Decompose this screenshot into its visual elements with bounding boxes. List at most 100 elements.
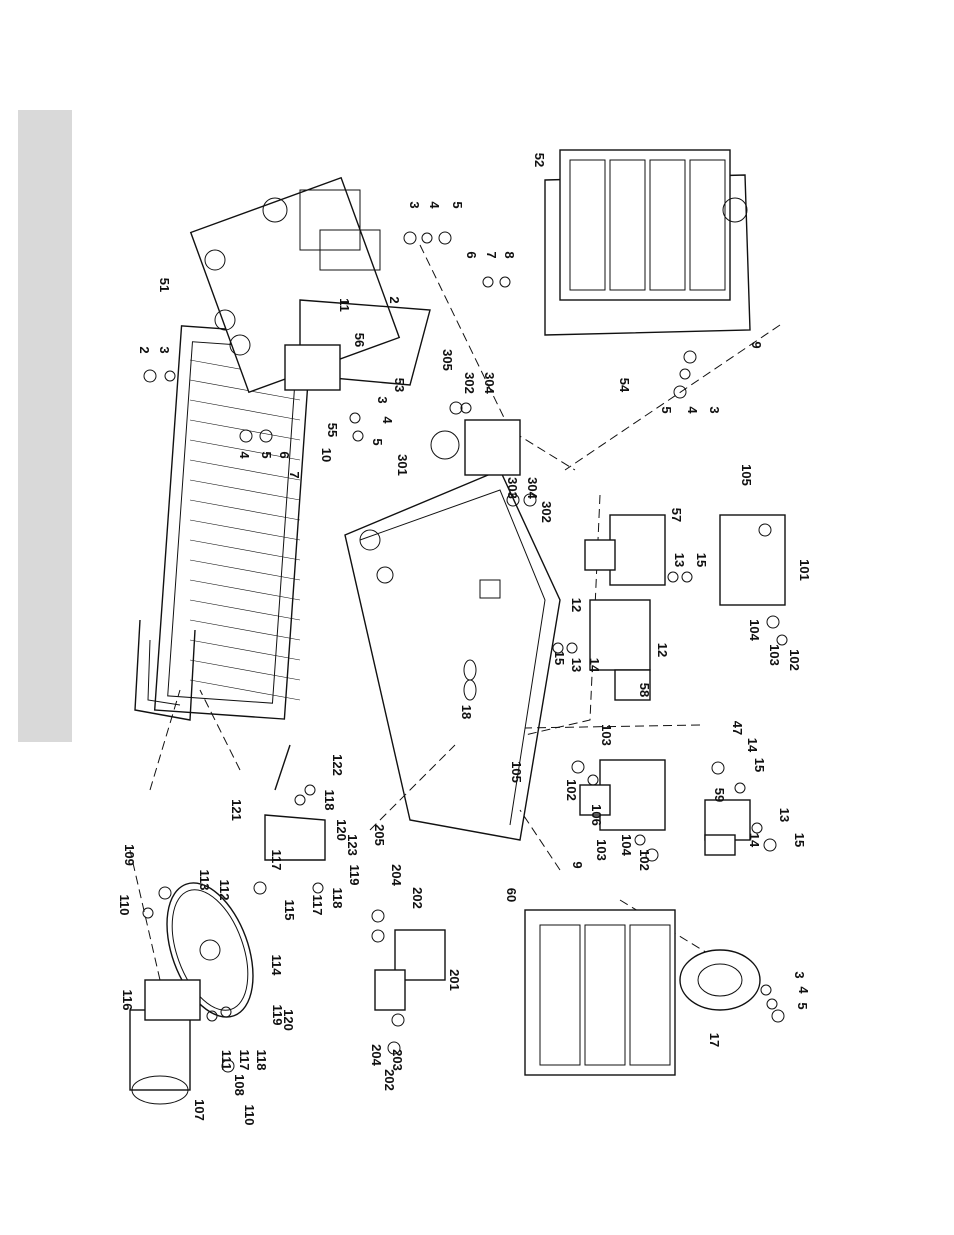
part-callout-label: 115 <box>282 900 297 921</box>
bracket-53 <box>284 299 431 391</box>
part-callout-label: 119 <box>270 1005 285 1026</box>
part-callout-label: 4 <box>796 986 811 994</box>
part-callout-label: 121 <box>229 799 244 821</box>
part-callout-label: 103 <box>599 724 614 746</box>
part-callout-label: 15 <box>792 833 807 847</box>
part-callout-label: 116 <box>120 990 135 1011</box>
part-callout-label: 123 <box>345 834 360 856</box>
part-callout-label: 110 <box>117 895 132 916</box>
part-callout-label: 117 <box>269 850 284 871</box>
cylinder-101 <box>719 514 786 606</box>
part-callout-label: 3 <box>157 346 172 353</box>
part-callout-label: 9 <box>749 341 764 348</box>
part-callout-label: 102 <box>787 649 802 671</box>
part-callout-label: 304 <box>525 477 540 499</box>
part-callout-label: 12 <box>655 643 670 657</box>
part-callout-label: 205 <box>372 824 387 846</box>
part-callout-label: 13 <box>777 808 792 822</box>
motor-107 <box>129 979 201 1105</box>
part-callout-label: 4 <box>380 416 395 424</box>
part-callout-label: 104 <box>747 619 762 641</box>
part-callout-label: 104 <box>619 834 634 856</box>
part-callout-label: 103 <box>594 839 609 861</box>
part-callout-label: 201 <box>447 969 462 991</box>
part-callout-label: 108 <box>232 1074 247 1096</box>
part-callout-label: 203 <box>390 1049 405 1071</box>
part-callout-label: 55 <box>325 423 340 437</box>
part-callout-label: 101 <box>797 559 812 581</box>
part-callout-label: 5 <box>795 1002 810 1009</box>
valve-301 <box>430 419 521 476</box>
part-callout-label: 2 <box>137 346 152 353</box>
part-callout-label: 302 <box>539 501 554 523</box>
part-callout-label: 118 <box>322 790 337 811</box>
cylinder-201 <box>374 929 446 1011</box>
part-callout-label: 11 <box>337 298 352 312</box>
part-callout-label: 120 <box>334 819 349 841</box>
part-callout-label: 18 <box>459 705 474 719</box>
part-callout-label: 15 <box>694 553 709 567</box>
part-callout-label: 111 <box>219 1050 234 1070</box>
valve-59 <box>704 799 751 856</box>
part-callout-label: 52 <box>532 153 547 167</box>
page-side-band <box>18 110 72 742</box>
part-callout-label: 109 <box>122 844 137 866</box>
part-callout-label: 4 <box>237 451 252 459</box>
part-callout-label: 5 <box>659 406 674 413</box>
part-callout-label: 58 <box>637 683 652 697</box>
valve-57 <box>584 514 666 586</box>
part-callout-label: 114 <box>269 955 284 977</box>
part-callout-label: 3 <box>707 406 722 413</box>
part-callout-label: 204 <box>389 864 404 886</box>
part-callout-label: 301 <box>395 454 410 476</box>
valve-106 <box>579 759 666 831</box>
part-callout-label: 17 <box>707 1033 722 1047</box>
part-callout-label: 106 <box>589 804 604 826</box>
part-callout-label: 304 <box>482 372 497 394</box>
part-callout-label: 3 <box>407 201 422 208</box>
part-callout-label: 6 <box>464 251 479 258</box>
part-callout-label: 15 <box>752 758 767 772</box>
part-callout-label: 60 <box>504 888 519 902</box>
part-callout-label: 204 <box>369 1044 384 1066</box>
part-callout-label: 56 <box>352 333 367 347</box>
control-box-121 <box>264 744 326 861</box>
part-callout-label: 117 <box>237 1050 252 1071</box>
part-callout-label: 110 <box>242 1105 257 1126</box>
part-callout-label: 4 <box>685 406 700 414</box>
part-callout-label: 113 <box>197 870 212 891</box>
part-callout-label: 14 <box>587 658 602 673</box>
part-callout-label: 118 <box>254 1050 269 1071</box>
part-callout-label: 15 <box>552 651 567 665</box>
part-callout-label: 202 <box>382 1069 397 1091</box>
part-callout-label: 2 <box>387 296 402 303</box>
part-callout-label: 6 <box>277 451 292 458</box>
part-callout-label: 107 <box>192 1099 207 1121</box>
part-callout-label: 54 <box>617 378 632 393</box>
part-callout-label: 105 <box>509 761 524 783</box>
part-callout-label: 120 <box>281 1009 296 1031</box>
part-callout-label: 13 <box>672 553 687 567</box>
part-callout-label: 47 <box>730 721 745 735</box>
part-callout-label: 5 <box>370 438 385 445</box>
valve-58 <box>589 599 651 701</box>
part-callout-label: 3 <box>375 396 390 403</box>
part-callout-label: 102 <box>637 849 652 871</box>
part-callout-label: 112 <box>217 880 232 901</box>
part-callout-label: 117 <box>310 895 325 916</box>
pump-17 <box>679 949 761 1011</box>
part-callout-label: 12 <box>569 598 584 612</box>
part-callout-label: 4 <box>427 201 442 209</box>
part-callout-label: 3 <box>792 971 807 978</box>
part-callout-label: 103 <box>767 644 782 666</box>
chassis-frame <box>344 469 561 841</box>
part-callout-label: 5 <box>450 201 465 208</box>
valve-bank-60 <box>524 909 676 1076</box>
part-callout-label: 102 <box>564 779 579 801</box>
part-callout-label: 305 <box>440 349 455 371</box>
part-callout-label: 105 <box>739 464 754 486</box>
part-callout-label: 7 <box>287 471 302 478</box>
part-callout-label: 5 <box>259 451 274 458</box>
